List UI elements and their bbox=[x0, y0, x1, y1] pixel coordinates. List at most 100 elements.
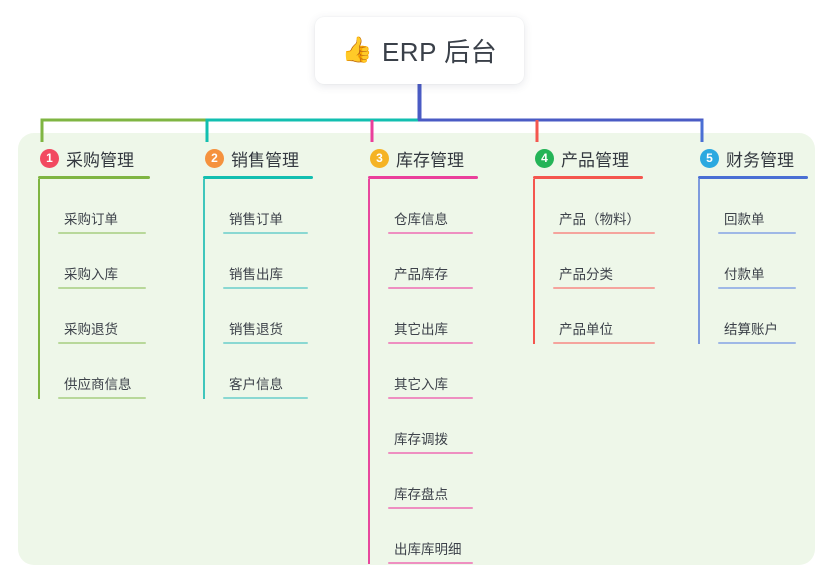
leaf-item-underline bbox=[388, 397, 473, 399]
leaf-item-label: 其它出库 bbox=[394, 322, 448, 337]
branch-underline bbox=[368, 176, 478, 179]
branch-header-5[interactable]: 5 财务管理 bbox=[698, 145, 808, 171]
leaf-item[interactable]: 销售出库 bbox=[203, 234, 313, 289]
leaf-item-label: 采购退货 bbox=[64, 322, 118, 337]
leaf-item[interactable]: 回款单 bbox=[698, 179, 808, 234]
leaf-item-label: 产品（物料） bbox=[559, 212, 640, 227]
leaf-item-underline bbox=[388, 342, 473, 344]
leaf-item[interactable]: 其它出库 bbox=[368, 289, 478, 344]
branch-number-badge: 4 bbox=[535, 148, 554, 168]
leaf-item-underline bbox=[388, 562, 473, 564]
leaf-item-label: 库存盘点 bbox=[394, 487, 448, 502]
thumbs-up-icon: 👍 bbox=[341, 36, 373, 64]
branch-vertical-stem bbox=[38, 179, 40, 399]
branch-vertical-stem bbox=[368, 179, 370, 564]
leaf-item-label: 供应商信息 bbox=[64, 377, 132, 392]
branch-column-2: 2 销售管理销售订单销售出库销售退货客户信息 bbox=[203, 145, 313, 399]
branch-underline bbox=[698, 176, 808, 179]
branch-number-badge: 1 bbox=[40, 148, 59, 168]
leaf-item[interactable]: 客户信息 bbox=[203, 344, 313, 399]
leaf-item-label: 仓库信息 bbox=[394, 212, 448, 227]
leaf-item[interactable]: 仓库信息 bbox=[368, 179, 478, 234]
leaf-item-underline bbox=[388, 287, 473, 289]
leaf-item-label: 出库库明细 bbox=[394, 542, 462, 557]
leaf-item-underline bbox=[553, 232, 655, 234]
branch-title: 库存管理 bbox=[396, 150, 464, 170]
branch-title: 采购管理 bbox=[66, 150, 134, 170]
leaf-item[interactable]: 采购入库 bbox=[38, 234, 150, 289]
leaf-item-underline bbox=[58, 232, 146, 234]
leaf-item[interactable]: 采购退货 bbox=[38, 289, 150, 344]
leaf-item-label: 结算账户 bbox=[724, 322, 778, 337]
branch-title: 销售管理 bbox=[231, 150, 299, 170]
leaf-item-underline bbox=[223, 397, 308, 399]
leaf-item[interactable]: 出库库明细 bbox=[368, 509, 478, 564]
leaf-item-label: 付款单 bbox=[724, 267, 765, 282]
branch-number-badge: 5 bbox=[700, 148, 719, 168]
branch-underline bbox=[533, 176, 643, 179]
leaf-item-underline bbox=[718, 342, 796, 344]
leaf-item[interactable]: 采购订单 bbox=[38, 179, 150, 234]
leaf-item-label: 客户信息 bbox=[229, 377, 283, 392]
leaf-item-label: 采购订单 bbox=[64, 212, 118, 227]
branch-header-3[interactable]: 3 库存管理 bbox=[368, 145, 478, 171]
branch-item-list: 销售订单销售出库销售退货客户信息 bbox=[203, 179, 313, 399]
leaf-item-underline bbox=[223, 232, 308, 234]
leaf-item-underline bbox=[388, 232, 473, 234]
branch-column-3: 3 库存管理仓库信息产品库存其它出库其它入库库存调拨库存盘点出库库明细 bbox=[368, 145, 478, 564]
leaf-item-underline bbox=[58, 287, 146, 289]
leaf-item[interactable]: 其它入库 bbox=[368, 344, 478, 399]
leaf-item[interactable]: 产品分类 bbox=[533, 234, 655, 289]
branch-vertical-stem bbox=[698, 179, 700, 344]
branch-title: 财务管理 bbox=[726, 150, 794, 170]
leaf-item-underline bbox=[223, 342, 308, 344]
leaf-item[interactable]: 库存调拨 bbox=[368, 399, 478, 454]
branch-column-5: 5 财务管理回款单付款单结算账户 bbox=[698, 145, 808, 344]
leaf-item-underline bbox=[388, 452, 473, 454]
diagram-background-panel bbox=[18, 133, 815, 565]
leaf-item-label: 回款单 bbox=[724, 212, 765, 227]
leaf-item-label: 产品分类 bbox=[559, 267, 613, 282]
leaf-item-label: 销售订单 bbox=[229, 212, 283, 227]
leaf-item-label: 采购入库 bbox=[64, 267, 118, 282]
leaf-item-label: 其它入库 bbox=[394, 377, 448, 392]
branch-number-badge: 3 bbox=[370, 148, 389, 168]
leaf-item-label: 库存调拨 bbox=[394, 432, 448, 447]
root-node-title: ERP 后台 bbox=[381, 37, 498, 67]
leaf-item-label: 销售出库 bbox=[229, 267, 283, 282]
leaf-item-underline bbox=[553, 287, 655, 289]
leaf-item-underline bbox=[58, 397, 146, 399]
branch-column-1: 1 采购管理采购订单采购入库采购退货供应商信息 bbox=[38, 145, 150, 399]
leaf-item[interactable]: 结算账户 bbox=[698, 289, 808, 344]
branch-number-badge: 2 bbox=[205, 148, 224, 168]
leaf-item-underline bbox=[388, 507, 473, 509]
branch-item-list: 产品（物料） 产品分类产品单位 bbox=[533, 179, 655, 344]
branch-header-1[interactable]: 1 采购管理 bbox=[38, 145, 150, 171]
branch-item-list: 仓库信息产品库存其它出库其它入库库存调拨库存盘点出库库明细 bbox=[368, 179, 478, 564]
branch-item-list: 采购订单采购入库采购退货供应商信息 bbox=[38, 179, 150, 399]
leaf-item[interactable]: 销售退货 bbox=[203, 289, 313, 344]
leaf-item-underline bbox=[718, 287, 796, 289]
leaf-item-underline bbox=[553, 342, 655, 344]
branch-item-list: 回款单付款单结算账户 bbox=[698, 179, 808, 344]
leaf-item[interactable]: 付款单 bbox=[698, 234, 808, 289]
leaf-item[interactable]: 销售订单 bbox=[203, 179, 313, 234]
leaf-item-label: 销售退货 bbox=[229, 322, 283, 337]
branch-vertical-stem bbox=[203, 179, 205, 399]
leaf-item[interactable]: 库存盘点 bbox=[368, 454, 478, 509]
leaf-item[interactable]: 产品（物料） bbox=[533, 179, 655, 234]
branch-header-2[interactable]: 2 销售管理 bbox=[203, 145, 313, 171]
branch-underline bbox=[38, 176, 150, 179]
root-node[interactable]: 👍 ERP 后台 bbox=[315, 17, 524, 84]
leaf-item[interactable]: 产品库存 bbox=[368, 234, 478, 289]
branch-underline bbox=[203, 176, 313, 179]
leaf-item[interactable]: 产品单位 bbox=[533, 289, 655, 344]
leaf-item-underline bbox=[58, 342, 146, 344]
leaf-item[interactable]: 供应商信息 bbox=[38, 344, 150, 399]
leaf-item-underline bbox=[223, 287, 308, 289]
leaf-item-underline bbox=[718, 232, 796, 234]
leaf-item-label: 产品库存 bbox=[394, 267, 448, 282]
